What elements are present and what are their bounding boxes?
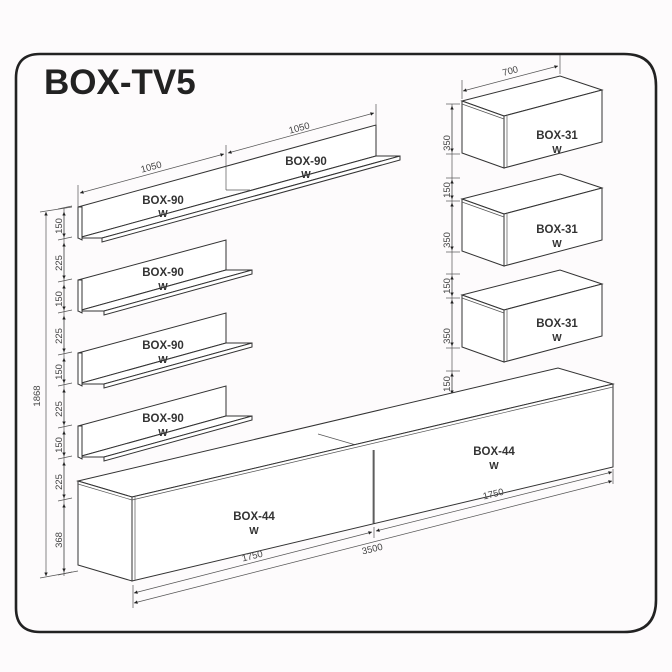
total-height-dim: 1868 xyxy=(32,385,43,406)
top-shelf-group: 1050 1050 BOX-90 W BOX-90 W xyxy=(77,104,401,243)
seg-dim-9: 368 xyxy=(54,532,65,548)
shelf-4: BOX-90 W xyxy=(77,385,253,462)
tv-unit-left-sub: W xyxy=(249,526,259,537)
tv-unit-group: BOX-44 W BOX-44 W 1750 1750 3500 xyxy=(76,367,615,608)
wall-cabinet-3-height-dim: 350 xyxy=(442,328,453,344)
seg-dim-4: 225 xyxy=(54,328,65,344)
top-right-shelf-sub: W xyxy=(301,170,311,181)
shelf-3-label: BOX-90 xyxy=(142,340,184,352)
shelf-3-sub: W xyxy=(158,355,168,366)
wall-cabinet-3-sub: W xyxy=(552,333,562,344)
wall-cabinet-1: BOX-31 W xyxy=(460,75,604,169)
tv-unit-left-label: BOX-44 xyxy=(233,511,275,523)
tv-unit-right-width-dim: 1750 xyxy=(482,487,505,503)
top-left-width-dim: 1050 xyxy=(140,160,163,176)
wall-cabinet-dimensions: 700 350 150 350 150 350 150 xyxy=(442,55,561,396)
wall-cabinet-1-sub: W xyxy=(552,145,562,156)
wall-cabinet-1-height-dim: 350 xyxy=(442,135,453,151)
seg-dim-8: 225 xyxy=(54,474,65,490)
seg-dim-1: 150 xyxy=(54,218,65,234)
top-left-shelf-sub: W xyxy=(158,209,168,220)
seg-dim-6: 225 xyxy=(54,401,65,417)
top-left-shelf-label: BOX-90 xyxy=(142,195,184,207)
gap-dim-1: 150 xyxy=(442,182,453,198)
drawing-frame xyxy=(14,52,658,634)
tv-unit-right-label: BOX-44 xyxy=(473,446,515,458)
wall-cabinet-3-label: BOX-31 xyxy=(536,318,578,330)
shelf-2-sub: W xyxy=(158,282,168,293)
seg-dim-2: 225 xyxy=(54,255,65,271)
gap-dim-3: 150 xyxy=(442,376,453,392)
gap-dim-2: 150 xyxy=(442,278,453,294)
wall-cabinet-2-sub: W xyxy=(552,239,562,250)
top-right-shelf-label: BOX-90 xyxy=(285,156,327,168)
page-title: BOX-TV5 xyxy=(44,63,196,102)
shelf-3: BOX-90 W xyxy=(77,312,253,389)
wall-cabinet-3: BOX-31 W xyxy=(460,269,604,363)
shelf-4-label: BOX-90 xyxy=(142,413,184,425)
shelf-2: BOX-90 W xyxy=(77,239,253,316)
tv-unit-left-width-dim: 1750 xyxy=(241,549,264,565)
seg-dim-5: 150 xyxy=(54,364,65,380)
shelf-4-sub: W xyxy=(158,428,168,439)
wall-cabinet-width-dim: 700 xyxy=(501,64,519,79)
tv-unit-right-sub: W xyxy=(489,461,499,472)
wall-cabinet-2-height-dim: 350 xyxy=(442,232,453,248)
top-right-width-dim: 1050 xyxy=(288,121,311,137)
shelf-2-label: BOX-90 xyxy=(142,267,184,279)
left-dimensions: 1868 150 225 150 225 150 225 150 225 368 xyxy=(32,205,79,579)
seg-dim-3: 150 xyxy=(54,291,65,307)
seg-dim-7: 150 xyxy=(54,437,65,453)
wall-cabinet-2-label: BOX-31 xyxy=(536,224,578,236)
wall-cabinet-2: BOX-31 W xyxy=(460,173,604,267)
total-width-dim: 3500 xyxy=(361,542,384,558)
wall-cabinet-1-label: BOX-31 xyxy=(536,130,578,142)
